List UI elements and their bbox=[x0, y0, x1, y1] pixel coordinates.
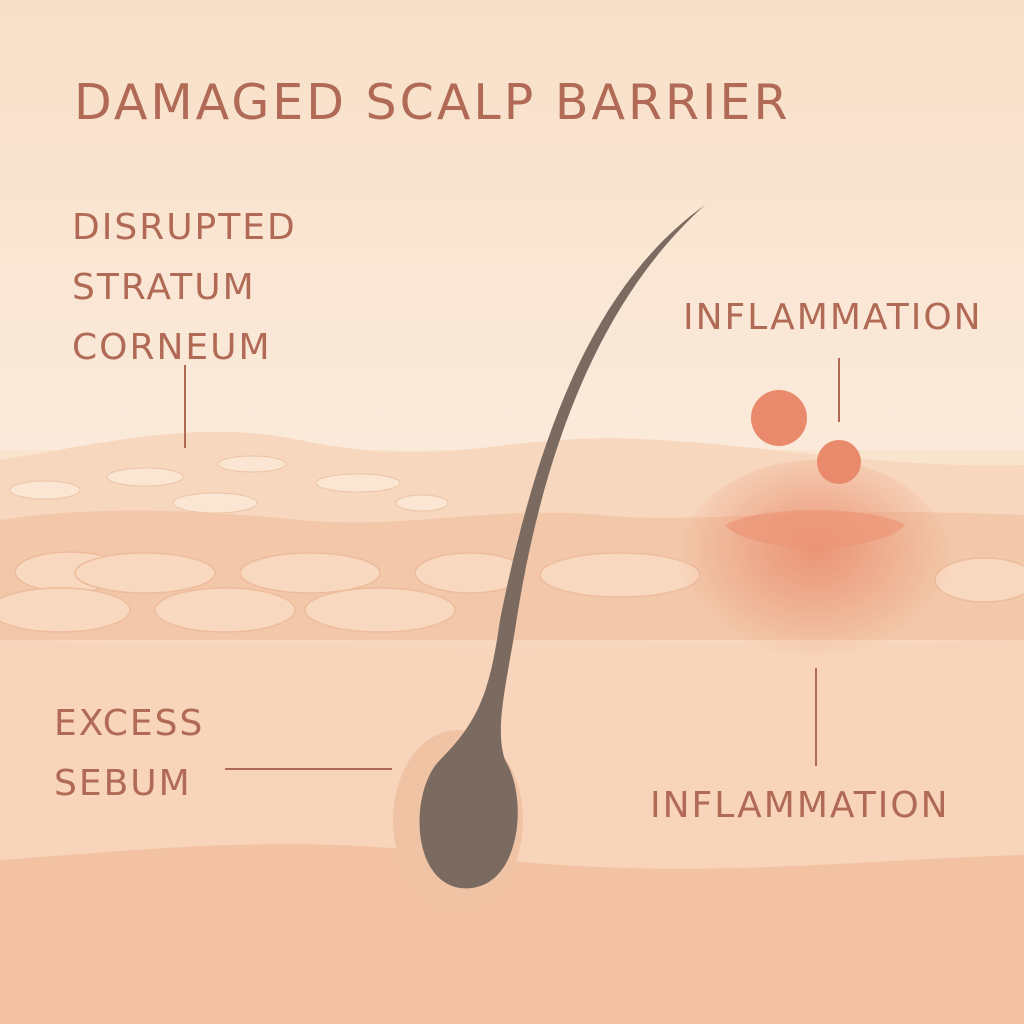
page-title: DAMAGED SCALP BARRIER bbox=[74, 74, 791, 131]
inflammation-dot bbox=[751, 390, 807, 446]
inflammation-dot bbox=[817, 440, 861, 484]
cells bbox=[0, 551, 1024, 633]
dermis-layer bbox=[0, 844, 1024, 1024]
leader-lines bbox=[184, 358, 840, 770]
flakes bbox=[9, 455, 449, 514]
label-inflammation-bottom: INFLAMMATION bbox=[650, 785, 950, 826]
label-inflammation-top: INFLAMMATION bbox=[683, 297, 983, 338]
hair-shaft bbox=[419, 205, 705, 889]
inflammation-area bbox=[675, 460, 955, 680]
label-disrupted-stratum-corneum: DISRUPTED STRATUM CORNEUM bbox=[72, 207, 297, 368]
label-excess-sebum: EXCESS SEBUM bbox=[54, 703, 205, 804]
